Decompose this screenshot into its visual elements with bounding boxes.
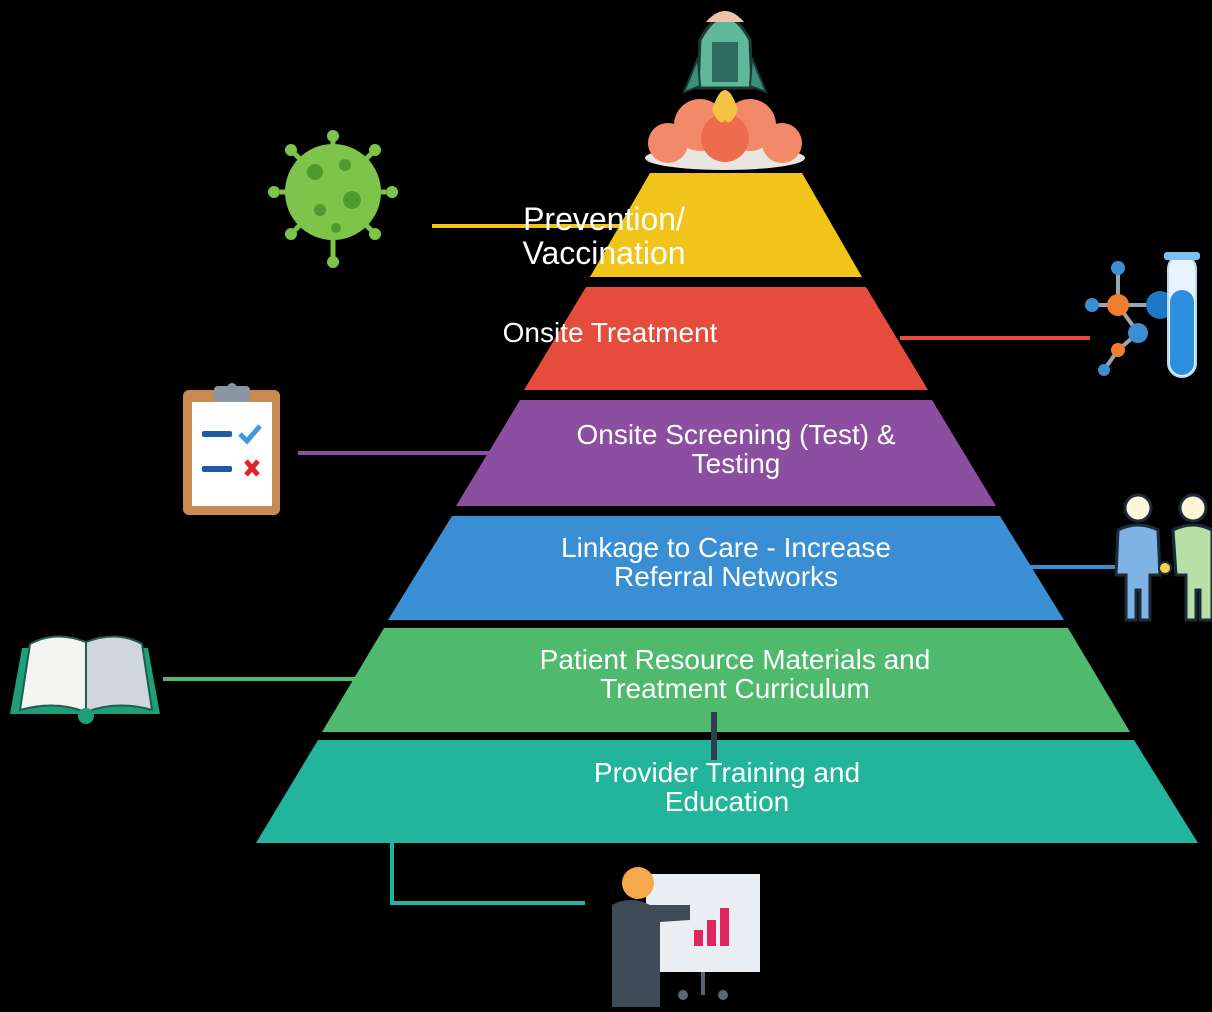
open-book-icon <box>10 635 160 724</box>
rocket-icon <box>645 11 805 170</box>
connector-provider <box>390 843 585 905</box>
inner-divider-mark <box>711 712 717 760</box>
tier-resources <box>322 628 1130 732</box>
tier-linkage <box>388 516 1064 620</box>
tier-screening <box>456 400 996 506</box>
pyramid-tiers <box>256 173 1198 843</box>
molecule-test-tube-icon <box>1085 252 1200 378</box>
tier-onsite-treatment <box>524 287 928 390</box>
tier-prevention <box>590 173 862 277</box>
clipboard-checklist-icon <box>183 383 280 515</box>
people-holding-hands-icon <box>1114 493 1212 622</box>
presenter-chart-icon <box>612 867 760 1007</box>
connectors <box>163 224 1125 905</box>
virus-icon <box>268 130 398 268</box>
tier-provider <box>256 740 1198 843</box>
